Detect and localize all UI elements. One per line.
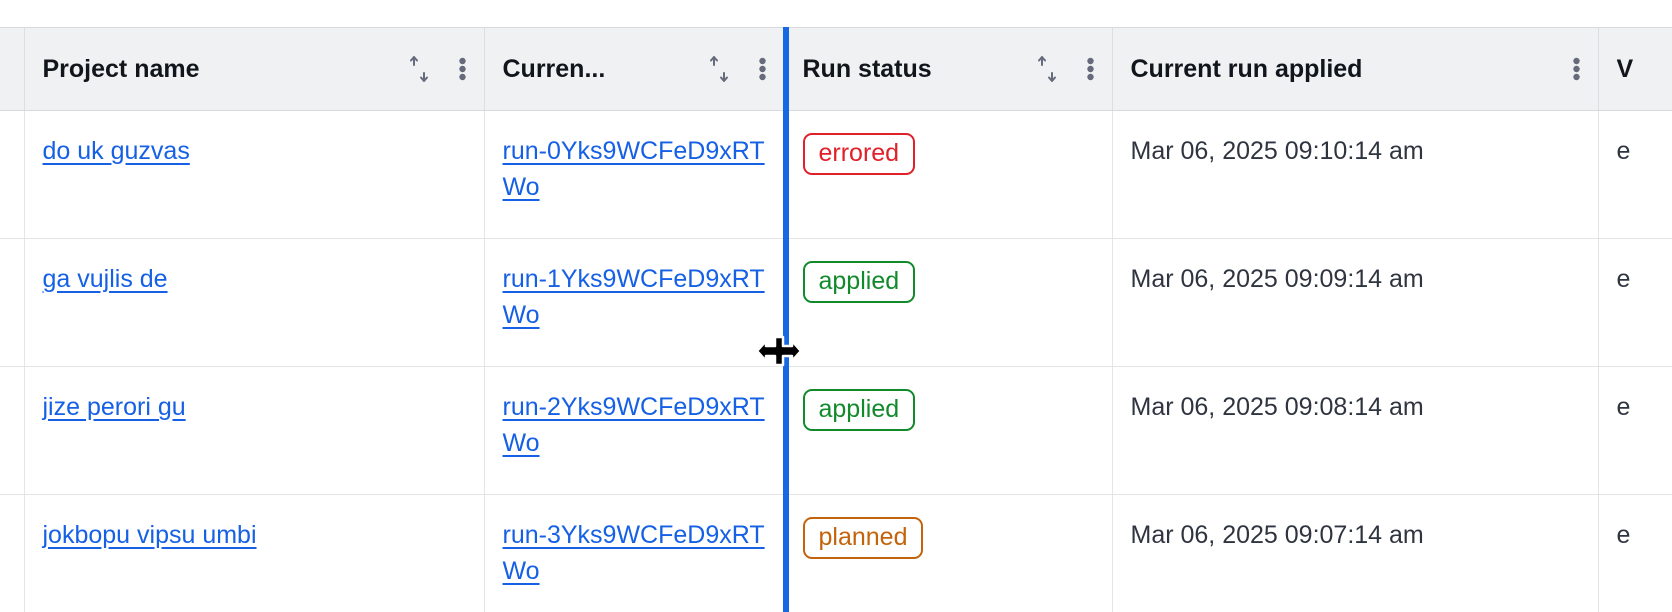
row-select-cell[interactable] xyxy=(0,494,25,612)
column-menu-icon[interactable] xyxy=(458,54,466,84)
applied-timestamp: Mar 06, 2025 09:07:14 am xyxy=(1130,521,1424,549)
next-column-value: e xyxy=(1616,137,1631,165)
header-label-project-name: Project name xyxy=(42,54,200,83)
cell-next-column: e xyxy=(1598,238,1672,367)
data-table-scroll-area[interactable]: Project name xyxy=(0,27,1672,612)
header-cell-run-status[interactable]: Run status xyxy=(784,27,1113,111)
sort-icon[interactable] xyxy=(1035,54,1061,84)
table-header: Project name xyxy=(0,27,1672,111)
header-label-next-column: V xyxy=(1616,54,1634,83)
cell-next-column: e xyxy=(1598,110,1672,239)
header-label-current-run: Curren... xyxy=(502,54,606,83)
table-row[interactable]: jize perori gu run-2Yks9WCFeD9xRTWo appl… xyxy=(0,366,1672,495)
header-cell-next-column[interactable]: V xyxy=(1598,27,1672,111)
cell-run-status: planned xyxy=(784,494,1113,612)
status-badge: applied xyxy=(802,389,916,432)
current-run-link[interactable]: run-3Yks9WCFeD9xRTWo xyxy=(502,521,765,586)
next-column-value: e xyxy=(1616,265,1631,293)
applied-timestamp: Mar 06, 2025 09:10:14 am xyxy=(1130,137,1424,165)
next-column-value: e xyxy=(1616,521,1631,549)
header-cell-current-run-applied[interactable]: Current run applied xyxy=(1112,27,1599,111)
row-select-cell[interactable] xyxy=(0,366,25,495)
project-name-link[interactable]: jokbopu vipsu umbi xyxy=(42,521,257,549)
applied-timestamp: Mar 06, 2025 09:09:14 am xyxy=(1130,265,1424,293)
table-row[interactable]: jokbopu vipsu umbi run-3Yks9WCFeD9xRTWo … xyxy=(0,494,1672,612)
column-menu-icon[interactable] xyxy=(1086,54,1094,84)
header-label-current-run-applied: Current run applied xyxy=(1130,54,1363,83)
cell-run-status: errored xyxy=(784,110,1113,239)
cell-project-name: jokbopu vipsu umbi xyxy=(24,494,485,612)
cell-current-run-applied: Mar 06, 2025 09:10:14 am xyxy=(1112,110,1599,239)
cell-next-column: e xyxy=(1598,366,1672,495)
table-row[interactable]: do uk guzvas run-0Yks9WCFeD9xRTWo errore… xyxy=(0,110,1672,239)
header-label-run-status: Run status xyxy=(802,54,932,83)
project-name-link[interactable]: jize perori gu xyxy=(42,393,186,421)
cell-project-name: do uk guzvas xyxy=(24,110,485,239)
project-name-link[interactable]: do uk guzvas xyxy=(42,137,190,165)
page-top-strip xyxy=(0,0,1672,27)
project-name-link[interactable]: ga vujlis de xyxy=(42,265,168,293)
cell-run-status: applied xyxy=(784,238,1113,367)
header-select-column xyxy=(0,27,25,111)
table-row[interactable]: ga vujlis de run-1Yks9WCFeD9xRTWo applie… xyxy=(0,238,1672,367)
table-body: do uk guzvas run-0Yks9WCFeD9xRTWo errore… xyxy=(0,110,1672,612)
cell-current-run: run-2Yks9WCFeD9xRTWo xyxy=(484,366,785,495)
cell-current-run-applied: Mar 06, 2025 09:07:14 am xyxy=(1112,494,1599,612)
cell-current-run-applied: Mar 06, 2025 09:08:14 am xyxy=(1112,366,1599,495)
column-menu-icon[interactable] xyxy=(758,54,766,84)
status-badge: planned xyxy=(802,517,924,560)
cell-run-status: applied xyxy=(784,366,1113,495)
header-cell-current-run[interactable]: Curren... xyxy=(484,27,785,111)
status-badge: errored xyxy=(802,133,916,176)
current-run-link[interactable]: run-2Yks9WCFeD9xRTWo xyxy=(502,393,765,458)
cell-current-run: run-3Yks9WCFeD9xRTWo xyxy=(484,494,785,612)
column-menu-icon[interactable] xyxy=(1572,54,1580,84)
cell-current-run: run-1Yks9WCFeD9xRTWo xyxy=(484,238,785,367)
status-badge: applied xyxy=(802,261,916,304)
cell-current-run-applied: Mar 06, 2025 09:09:14 am xyxy=(1112,238,1599,367)
current-run-link[interactable]: run-1Yks9WCFeD9xRTWo xyxy=(502,265,765,330)
cell-project-name: ga vujlis de xyxy=(24,238,485,367)
cell-next-column: e xyxy=(1598,494,1672,612)
row-select-cell[interactable] xyxy=(0,110,25,239)
cell-current-run: run-0Yks9WCFeD9xRTWo xyxy=(484,110,785,239)
cell-project-name: jize perori gu xyxy=(24,366,485,495)
header-cell-project-name[interactable]: Project name xyxy=(24,27,485,111)
header-row: Project name xyxy=(0,27,1672,111)
sort-icon[interactable] xyxy=(407,54,433,84)
projects-table: Project name xyxy=(0,27,1672,612)
row-select-cell[interactable] xyxy=(0,238,25,367)
applied-timestamp: Mar 06, 2025 09:08:14 am xyxy=(1130,393,1424,421)
column-resize-indicator[interactable] xyxy=(783,27,789,612)
sort-icon[interactable] xyxy=(707,54,733,84)
next-column-value: e xyxy=(1616,393,1631,421)
current-run-link[interactable]: run-0Yks9WCFeD9xRTWo xyxy=(502,137,765,202)
